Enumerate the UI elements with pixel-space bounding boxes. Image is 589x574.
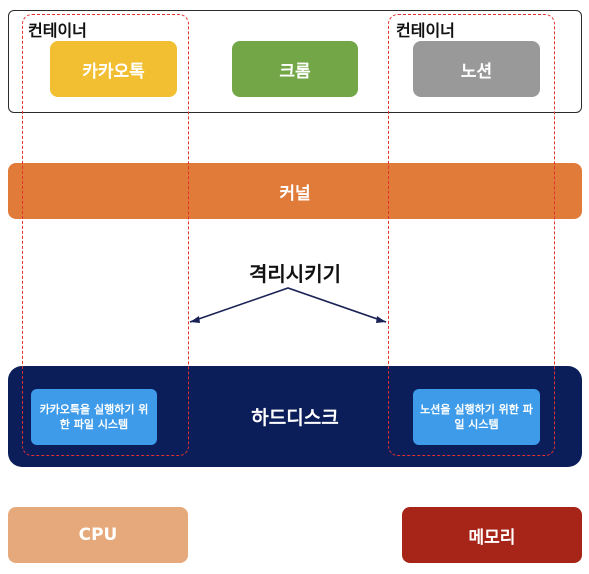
- notion-filesystem-box[interactable]: 노션을 실행하기 위한 파일 시스템: [413, 389, 540, 445]
- container-boundary-right: [388, 14, 555, 456]
- application-layer-frame: [8, 10, 582, 113]
- isolation-arrow-line: [189, 287, 387, 323]
- chrome-app-label: 크롬: [279, 61, 311, 82]
- cpu-label: CPU: [78, 525, 118, 545]
- kernel-label: 커널: [279, 183, 311, 204]
- notion-app-box[interactable]: 노션: [413, 41, 540, 97]
- memory-box[interactable]: 메모리: [402, 507, 582, 563]
- chrome-app-box[interactable]: 크롬: [232, 41, 358, 97]
- kakaotalk-app-box[interactable]: 카카오톡: [50, 41, 177, 97]
- kakaotalk-app-label: 카카오톡: [82, 61, 145, 82]
- arrowhead-right-icon: [376, 316, 386, 323]
- isolation-label: 격리시키기: [249, 262, 341, 286]
- container-label-left: 컨테이너: [28, 21, 87, 40]
- kakaotalk-filesystem-label: 카카오톡을 실행하기 위한 파일 시스템: [39, 403, 149, 431]
- kakaotalk-filesystem-box[interactable]: 카카오톡을 실행하기 위한 파일 시스템: [31, 389, 157, 445]
- arrowhead-left-icon: [190, 316, 200, 323]
- notion-filesystem-label: 노션을 실행하기 위한 파일 시스템: [420, 403, 533, 431]
- container-boundary-left: [22, 14, 189, 456]
- memory-label: 메모리: [468, 527, 516, 548]
- container-label-right: 컨테이너: [396, 21, 455, 40]
- isolation-arrow: [189, 287, 387, 323]
- cpu-box[interactable]: CPU: [8, 507, 188, 563]
- notion-app-label: 노션: [460, 61, 493, 82]
- hard-disk-label: 하드디스크: [251, 407, 339, 429]
- kernel-layer[interactable]: 커널: [8, 163, 582, 219]
